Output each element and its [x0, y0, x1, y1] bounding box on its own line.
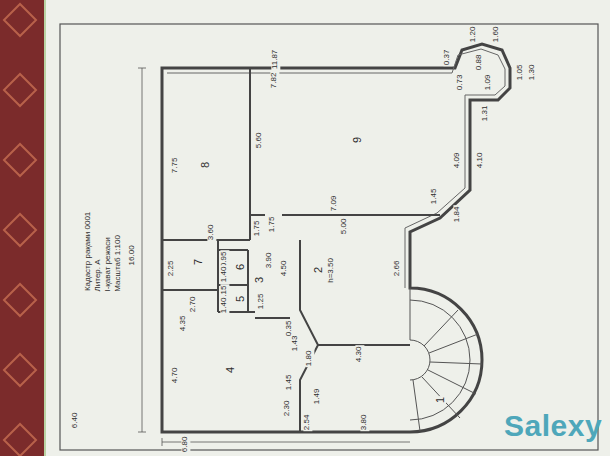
dimension-label: 1.05	[516, 63, 525, 81]
watermark: Salexy	[503, 409, 603, 442]
dimension-label: 0.88	[475, 53, 484, 71]
dimension-label: 0.73	[456, 73, 465, 91]
dimension-label: 4.30	[355, 345, 364, 363]
dimension-label: 3.80	[360, 413, 369, 431]
dimension-label: 1.25	[257, 292, 266, 310]
dimension-label: 1.80	[305, 349, 314, 367]
room-number: 6	[234, 263, 246, 271]
spiral-stair	[410, 288, 482, 431]
room-number: 1	[434, 396, 446, 404]
room-number: 5	[234, 295, 246, 303]
outer-wall	[162, 44, 510, 432]
interior-walls	[162, 68, 440, 432]
dimension-label: 1.49	[313, 387, 322, 405]
dimension-label: 5.00	[340, 217, 349, 235]
dimension-label: 11.87	[271, 48, 280, 69]
paper	[46, 0, 610, 456]
room-number: 2	[312, 266, 324, 274]
dimension-label: 1.31	[481, 104, 490, 122]
dimension-label: 6.80	[181, 435, 190, 453]
title-block-line: I-қават режаси	[104, 236, 113, 292]
dimension-label: 16.00	[128, 244, 137, 266]
room-number: 9	[351, 136, 363, 144]
dimension-label: 4.09	[453, 151, 462, 169]
carpet	[0, 0, 44, 456]
dimension-label: 2.70	[189, 295, 198, 313]
dimension-label: 6.40	[71, 411, 80, 429]
dimension-lines	[138, 68, 410, 446]
dimension-label: 2.25	[167, 259, 176, 277]
dimension-label: 1.30	[528, 63, 537, 81]
dimension-label: 1.43	[291, 334, 300, 352]
room-number: 8	[199, 161, 211, 169]
dimension-label: 1.40	[220, 296, 229, 314]
dimension-label: h=3.50	[326, 257, 335, 284]
dimension-label: 2.66	[393, 259, 402, 277]
frame	[60, 24, 598, 450]
room-number: 3	[253, 276, 265, 284]
dimension-label: 1.84	[453, 205, 462, 223]
dimension-label: 4.10	[476, 151, 485, 169]
dimension-label: 2.30	[283, 399, 292, 417]
title-block-line: Литер. А	[94, 258, 103, 292]
title-block-line: Кадастр рақами 0001	[84, 211, 93, 292]
dimension-label: 4.35	[179, 314, 188, 332]
room-number: 7	[192, 258, 204, 266]
dimension-label: 1.60	[492, 25, 501, 43]
dimension-label: 7.75	[171, 156, 180, 174]
dimension-label: 1.75	[268, 215, 277, 233]
dimension-label: 3.90	[265, 251, 274, 269]
dimension-label: 1.75	[253, 219, 262, 237]
dimension-label: 5.60	[255, 131, 264, 149]
dimension-label: 7.09	[330, 194, 339, 212]
title-block-line: Масштаб 1:100	[114, 234, 123, 292]
dimension-label: 1.40	[220, 265, 229, 283]
dimension-label: 4.50	[280, 259, 289, 277]
dimension-label: 4.70	[171, 366, 180, 384]
dimension-label: 1.45	[430, 187, 439, 205]
dimension-label: 1.09	[484, 73, 493, 91]
dimension-label: 0.37	[443, 48, 452, 66]
dimension-label: 7.82	[270, 71, 279, 89]
dimension-label: 1.20	[469, 25, 478, 43]
dimension-label: 2.54	[303, 413, 312, 431]
dimension-label: 1.45	[285, 373, 294, 391]
dimension-label: 3.60	[207, 223, 216, 241]
room-number: 4	[224, 366, 236, 374]
